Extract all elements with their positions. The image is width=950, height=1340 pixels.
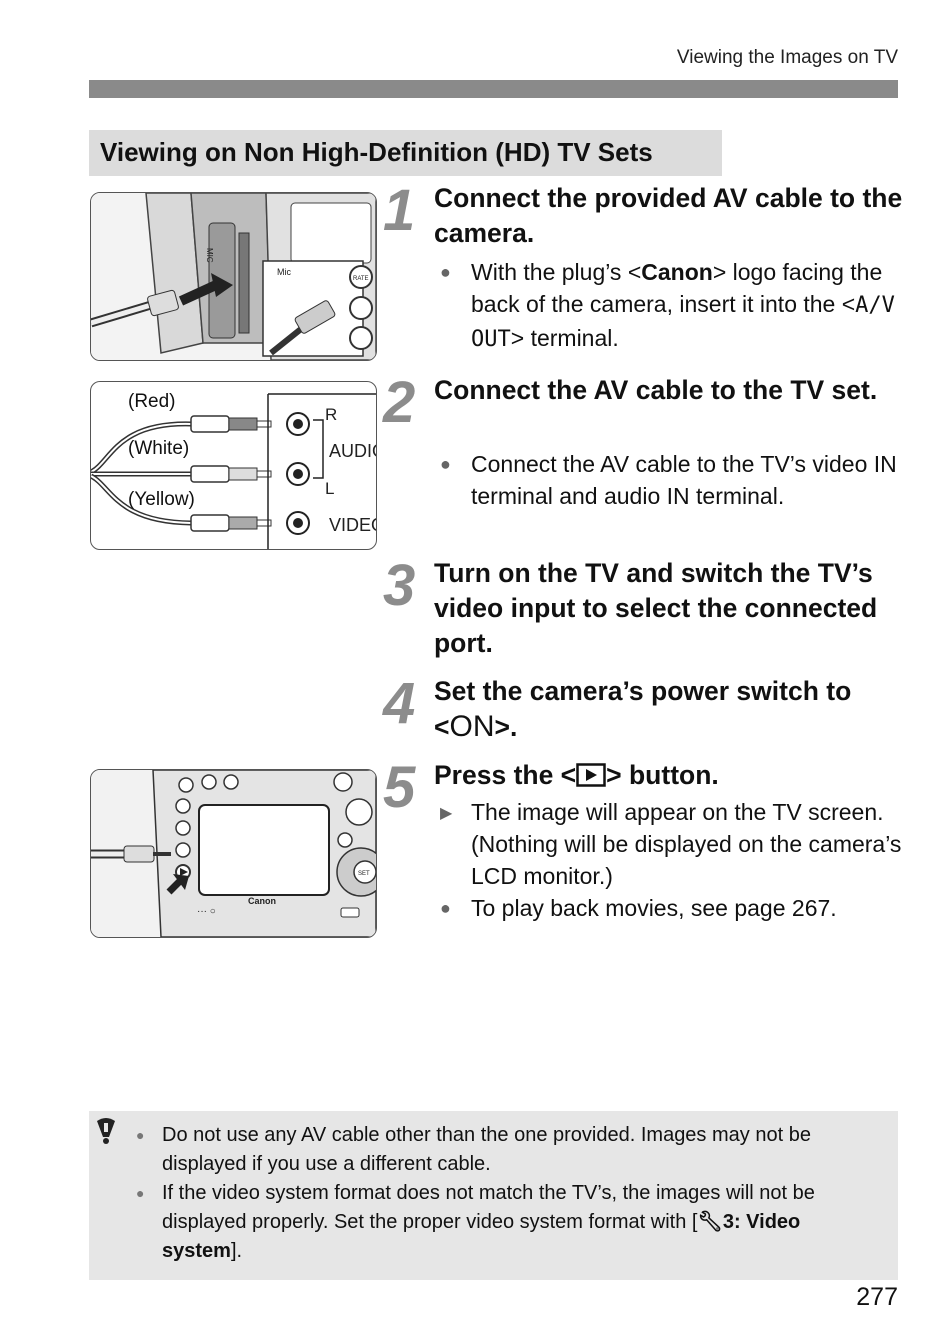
step-1-title: Connect the provided AV cable to the cam…	[434, 183, 903, 248]
white-plug	[190, 465, 272, 483]
step-2-bullets: Connect the AV cable to the TV’s video I…	[436, 448, 906, 512]
list-item: ●Do not use any AV cable other than the …	[134, 1121, 874, 1179]
figure-camera-back: SET Canon ··· ○	[90, 769, 377, 938]
yellow-label: (Yellow)	[128, 489, 195, 510]
bullet-icon: ●	[136, 1127, 145, 1143]
header-bar	[89, 80, 898, 98]
list-item: To play back movies, see page 267.	[436, 892, 906, 924]
r-label: R	[325, 405, 337, 424]
list-item: The image will appear on the TV screen. …	[436, 796, 906, 892]
white-label: (White)	[128, 438, 189, 459]
bullet-icon	[440, 256, 451, 288]
playback-button-icon	[576, 761, 606, 796]
result-arrow-icon	[440, 796, 452, 830]
warning-icon	[93, 1117, 119, 1150]
section-title: Viewing on Non High-Definition (HD) TV S…	[100, 137, 653, 167]
bullet-icon: ●	[136, 1185, 145, 1201]
l-label: L	[325, 479, 334, 498]
step-2-number: 2	[383, 370, 416, 435]
red-label: (Red)	[128, 391, 176, 412]
canon-brand: Canon	[248, 896, 276, 906]
video-label: VIDEO	[329, 515, 376, 535]
step-5-number: 5	[383, 755, 416, 820]
rate-label: RATE	[353, 276, 369, 282]
mic2-label: Mic	[277, 267, 291, 277]
figure-camera-terminal: MIC Mic RATE	[90, 192, 377, 361]
setup-tool-icon: 🔧︎	[697, 1211, 723, 1233]
dots: ··· ○	[197, 906, 216, 917]
bullet-icon	[440, 448, 451, 480]
caution-note-box: ●Do not use any AV cable other than the …	[89, 1111, 898, 1280]
step-1-bullets: With the plug’s <Canon> logo facing the …	[436, 256, 906, 356]
step-5-title: Press the <> button.	[434, 758, 904, 796]
section-heading-box: Viewing on Non High-Definition (HD) TV S…	[89, 130, 722, 176]
step-5-bullets: The image will appear on the TV screen. …	[436, 796, 906, 924]
red-plug	[190, 415, 272, 433]
step-2-title: Connect the AV cable to the TV set.	[434, 375, 878, 405]
page-header-title: Viewing the Images on TV	[676, 47, 898, 68]
mic-label: MIC	[205, 248, 214, 263]
step-4-number: 4	[383, 671, 416, 736]
step-4-title: Set the camera’s power switch to <ON>.	[434, 676, 852, 743]
yellow-plug	[190, 514, 272, 532]
figure-av-cable-tv: (Red) (White) (Yellow) R AUDIO L VIDEO	[90, 381, 377, 550]
step-3-number: 3	[383, 553, 416, 618]
list-item: With the plug’s <Canon> logo facing the …	[436, 256, 906, 356]
set-label: SET	[358, 871, 370, 877]
list-item: ●If the video system format does not mat…	[134, 1179, 874, 1266]
step-3-title: Turn on the TV and switch the TV’s video…	[434, 558, 878, 658]
caution-list: ●Do not use any AV cable other than the …	[134, 1121, 874, 1266]
page-number: 277	[856, 1283, 898, 1311]
list-item: Connect the AV cable to the TV’s video I…	[436, 448, 906, 512]
bullet-icon	[440, 892, 451, 924]
step-1-number: 1	[383, 178, 416, 243]
audio-label: AUDIO	[329, 441, 376, 461]
